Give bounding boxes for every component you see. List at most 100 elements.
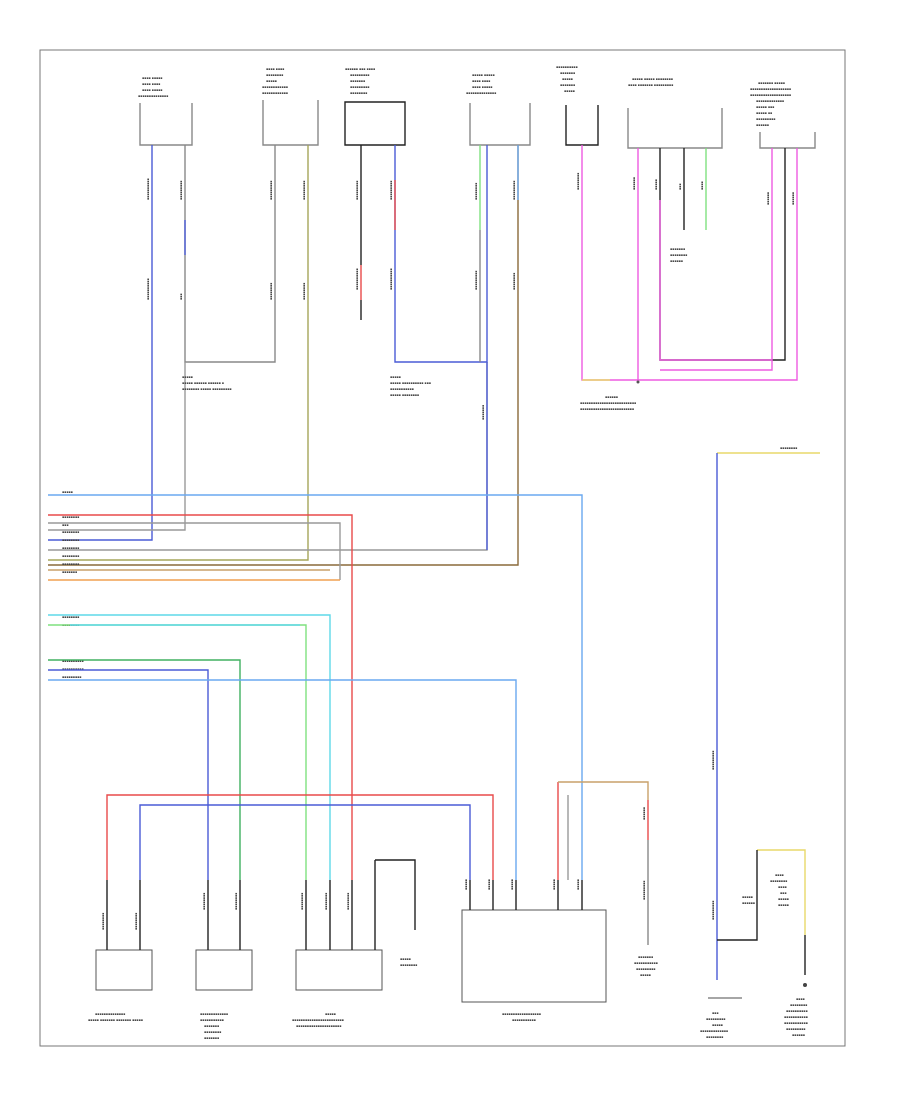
- bottom-component-7: ▪▪▪▪ ▪▪▪▪▪▪▪▪ ▪▪▪▪▪▪▪▪▪▪ ▪▪▪▪▪▪▪▪▪▪▪ ▪▪▪…: [784, 983, 808, 1037]
- svg-text:▪▪▪▪▪▪▪▪▪: ▪▪▪▪▪▪▪▪▪: [636, 967, 655, 971]
- svg-text:▪▪▪▪ ▪▪▪▪▪: ▪▪▪▪ ▪▪▪▪▪: [142, 88, 162, 92]
- svg-text:▪▪▪▪▪▪▪▪: ▪▪▪▪▪▪▪▪: [62, 515, 79, 519]
- svg-text:▪▪▪▪▪▪▪▪ ▪▪▪▪▪ ▪▪▪▪▪▪▪▪▪: ▪▪▪▪▪▪▪▪ ▪▪▪▪▪ ▪▪▪▪▪▪▪▪▪: [182, 387, 232, 391]
- svg-text:▪▪▪▪▪ ▪▪▪▪▪▪▪▪: ▪▪▪▪▪ ▪▪▪▪▪▪▪▪: [390, 393, 419, 397]
- svg-text:▪▪▪▪▪: ▪▪▪▪▪: [62, 490, 73, 494]
- bottom-component-3: ▪▪▪▪▪ ▪▪▪▪▪▪▪▪▪▪▪▪▪▪▪▪▪▪▪▪▪▪▪▪ ▪▪▪▪▪▪▪▪▪…: [292, 949, 383, 1028]
- svg-text:▪▪▪▪▪▪▪▪▪▪: ▪▪▪▪▪▪▪▪▪▪: [62, 659, 84, 663]
- svg-text:▪▪▪▪▪▪▪▪▪▪▪: ▪▪▪▪▪▪▪▪▪▪▪: [784, 1021, 808, 1025]
- svg-text:▪▪▪▪▪▪▪: ▪▪▪▪▪▪▪: [481, 405, 485, 420]
- svg-text:▪▪▪▪▪▪▪▪: ▪▪▪▪▪▪▪▪: [234, 893, 238, 910]
- svg-text:▪▪▪▪▪▪▪▪▪▪▪▪▪▪: ▪▪▪▪▪▪▪▪▪▪▪▪▪▪: [138, 94, 168, 98]
- svg-text:▪▪▪▪▪▪▪: ▪▪▪▪▪▪▪: [204, 1036, 219, 1040]
- wire-white-bus: [48, 522, 341, 580]
- wire-white-1: [184, 145, 276, 363]
- svg-text:▪▪▪▪ ▪▪▪▪▪: ▪▪▪▪ ▪▪▪▪▪: [472, 85, 492, 89]
- wire-blue-2: [394, 145, 488, 363]
- svg-text:▪▪▪▪▪▪▪: ▪▪▪▪▪▪▪: [560, 83, 575, 87]
- svg-text:▪▪▪▪▪▪▪▪: ▪▪▪▪▪▪▪▪: [269, 283, 273, 300]
- svg-text:▪▪▪▪▪▪: ▪▪▪▪▪▪: [605, 395, 618, 399]
- svg-text:▪▪▪▪▪: ▪▪▪▪▪: [742, 895, 753, 899]
- svg-text:▪▪▪▪▪: ▪▪▪▪▪: [182, 375, 193, 379]
- svg-text:▪▪▪▪▪: ▪▪▪▪▪: [464, 879, 468, 890]
- svg-text:▪▪▪▪▪▪▪▪: ▪▪▪▪▪▪▪▪: [780, 446, 797, 450]
- svg-text:▪▪▪▪▪▪▪▪▪▪▪▪▪▪: ▪▪▪▪▪▪▪▪▪▪▪▪▪▪: [95, 1012, 125, 1016]
- svg-text:▪▪▪▪ ▪▪▪▪: ▪▪▪▪ ▪▪▪▪: [266, 67, 284, 71]
- svg-text:▪▪▪▪▪ ▪▪▪▪▪▪▪ ▪▪▪▪▪▪▪ ▪▪▪▪▪: ▪▪▪▪▪ ▪▪▪▪▪▪▪ ▪▪▪▪▪▪▪ ▪▪▪▪▪: [88, 1018, 143, 1022]
- svg-text:▪▪▪▪: ▪▪▪▪: [796, 997, 805, 1001]
- top-component-3: ▪▪▪▪▪▪ ▪▪▪ ▪▪▪▪ ▪▪▪▪▪▪▪▪▪ ▪▪▪▪▪▪▪ ▪▪▪▪▪▪…: [344, 67, 406, 146]
- svg-text:▪▪▪▪▪▪▪▪▪▪▪: ▪▪▪▪▪▪▪▪▪▪▪: [784, 1015, 808, 1019]
- svg-text:▪▪▪▪▪▪▪▪▪▪▪: ▪▪▪▪▪▪▪▪▪▪▪: [512, 1018, 536, 1022]
- svg-text:▪▪▪▪▪▪▪▪: ▪▪▪▪▪▪▪▪: [350, 91, 367, 95]
- svg-text:▪▪▪▪▪▪: ▪▪▪▪▪▪: [792, 1033, 805, 1037]
- svg-text:▪▪▪▪▪: ▪▪▪▪▪: [552, 879, 556, 890]
- svg-text:▪▪▪▪▪▪▪▪: ▪▪▪▪▪▪▪▪: [706, 1035, 723, 1039]
- svg-text:▪▪▪▪▪▪▪▪▪: ▪▪▪▪▪▪▪▪▪: [706, 1017, 725, 1021]
- svg-text:▪▪▪▪▪▪: ▪▪▪▪▪▪: [632, 177, 636, 190]
- wire-olive-1: [48, 145, 309, 561]
- svg-text:▪▪▪▪▪▪▪▪: ▪▪▪▪▪▪▪▪: [101, 913, 105, 930]
- svg-text:▪▪▪▪: ▪▪▪▪: [775, 873, 784, 877]
- svg-text:▪▪▪▪▪▪▪▪▪: ▪▪▪▪▪▪▪▪▪: [179, 181, 183, 200]
- svg-text:▪▪▪▪▪▪▪▪: ▪▪▪▪▪▪▪▪: [202, 893, 206, 910]
- svg-text:▪▪▪▪▪▪▪▪▪▪▪▪▪: ▪▪▪▪▪▪▪▪▪▪▪▪▪: [700, 1029, 728, 1033]
- bottom-component-2: ▪▪▪▪▪▪▪▪▪▪▪▪▪ ▪▪▪▪▪▪▪▪▪▪▪ ▪▪▪▪▪▪▪ ▪▪▪▪▪▪…: [195, 949, 253, 1040]
- svg-text:▪▪▪▪▪: ▪▪▪▪▪: [325, 1012, 336, 1016]
- wire-splice-2: [48, 362, 488, 551]
- svg-text:▪▪▪▪▪ ▪▪▪▪▪▪ ▪▪▪▪▪▪ ▪: ▪▪▪▪▪ ▪▪▪▪▪▪ ▪▪▪▪▪▪ ▪: [182, 381, 224, 385]
- svg-text:▪▪▪▪▪▪▪▪▪: ▪▪▪▪▪▪▪▪▪: [512, 181, 516, 200]
- svg-text:▪▪▪▪▪: ▪▪▪▪▪: [266, 79, 277, 83]
- svg-text:▪▪▪▪▪▪▪▪▪: ▪▪▪▪▪▪▪▪▪: [355, 181, 359, 200]
- svg-text:▪▪▪▪▪▪▪▪▪▪: ▪▪▪▪▪▪▪▪▪▪: [146, 278, 150, 300]
- svg-text:▪▪▪▪▪▪▪▪: ▪▪▪▪▪▪▪▪: [134, 913, 138, 930]
- wire-lightblue-bus: [48, 494, 583, 880]
- svg-text:▪▪▪▪▪ ▪▪: ▪▪▪▪▪ ▪▪: [756, 111, 772, 115]
- svg-text:▪▪▪▪▪▪▪: ▪▪▪▪▪▪▪: [670, 247, 685, 251]
- diagram-frame: [39, 49, 846, 1047]
- svg-text:▪▪▪▪▪▪▪▪▪: ▪▪▪▪▪▪▪▪▪: [302, 181, 306, 200]
- bottom-component-4: ▪▪▪▪▪▪▪▪▪▪▪▪▪▪▪▪▪▪ ▪▪▪▪▪▪▪▪▪▪▪: [461, 909, 607, 1022]
- svg-text:▪▪▪▪▪▪: ▪▪▪▪▪▪: [766, 192, 770, 205]
- svg-text:▪▪▪▪▪: ▪▪▪▪▪: [562, 77, 573, 81]
- svg-text:▪▪▪▪▪▪▪▪▪▪▪: ▪▪▪▪▪▪▪▪▪▪▪: [390, 387, 414, 391]
- svg-text:▪▪▪▪▪ ▪▪▪▪▪: ▪▪▪▪▪ ▪▪▪▪▪: [472, 73, 495, 77]
- svg-text:▪▪▪▪▪ ▪▪▪: ▪▪▪▪▪ ▪▪▪: [756, 105, 774, 109]
- svg-text:▪▪▪▪▪ ▪▪▪▪▪ ▪▪▪▪▪▪▪▪: ▪▪▪▪▪ ▪▪▪▪▪ ▪▪▪▪▪▪▪▪: [632, 77, 673, 81]
- svg-text:▪▪▪▪▪▪▪▪▪: ▪▪▪▪▪▪▪▪▪: [711, 751, 715, 770]
- svg-text:▪▪▪▪▪▪: ▪▪▪▪▪▪: [791, 192, 795, 205]
- svg-text:▪▪▪▪▪▪▪▪▪▪▪▪▪: ▪▪▪▪▪▪▪▪▪▪▪▪▪: [756, 99, 784, 103]
- svg-text:▪▪▪▪▪▪▪▪▪: ▪▪▪▪▪▪▪▪▪: [269, 181, 273, 200]
- wire-blue-bus: [48, 669, 209, 880]
- svg-text:▪▪▪▪▪: ▪▪▪▪▪: [640, 973, 651, 977]
- svg-text:▪▪▪▪▪▪▪▪▪: ▪▪▪▪▪▪▪▪▪: [711, 901, 715, 920]
- svg-text:▪▪▪▪▪▪▪▪▪: ▪▪▪▪▪▪▪▪▪: [756, 117, 775, 121]
- bottom-component-5: ▪▪▪▪▪▪▪ ▪▪▪▪▪▪▪▪▪▪▪ ▪▪▪▪▪▪▪▪▪ ▪▪▪▪▪: [634, 955, 658, 977]
- svg-text:▪▪▪▪▪▪▪▪▪: ▪▪▪▪▪▪▪▪▪: [786, 1027, 805, 1031]
- svg-text:▪▪▪▪▪▪▪▪▪: ▪▪▪▪▪▪▪▪▪: [474, 271, 478, 290]
- svg-text:▪▪▪▪▪▪▪▪▪▪▪▪: ▪▪▪▪▪▪▪▪▪▪▪▪: [262, 91, 288, 95]
- svg-text:▪▪▪: ▪▪▪: [678, 184, 682, 190]
- svg-text:▪▪▪▪▪: ▪▪▪▪▪: [564, 89, 575, 93]
- svg-text:▪▪▪▪▪: ▪▪▪▪▪: [712, 1023, 723, 1027]
- svg-text:▪▪▪▪▪▪: ▪▪▪▪▪▪: [756, 123, 769, 127]
- svg-text:▪▪▪▪▪▪▪▪: ▪▪▪▪▪▪▪▪: [790, 1003, 807, 1007]
- svg-text:▪▪▪▪▪▪▪▪: ▪▪▪▪▪▪▪▪: [62, 562, 79, 566]
- svg-text:▪▪▪▪▪▪▪: ▪▪▪▪▪▪▪: [62, 570, 77, 574]
- wire-blue-1: [48, 145, 153, 541]
- wire-blue-loop: [139, 804, 471, 880]
- svg-text:▪▪▪▪▪▪▪▪▪: ▪▪▪▪▪▪▪▪▪: [350, 73, 369, 77]
- svg-text:▪▪▪▪▪▪▪▪▪: ▪▪▪▪▪▪▪▪▪: [350, 85, 369, 89]
- top-component-2: ▪▪▪▪ ▪▪▪▪ ▪▪▪▪▪▪▪▪ ▪▪▪▪▪ ▪▪▪▪▪▪▪▪▪▪▪▪ ▪▪…: [262, 67, 319, 146]
- svg-text:▪▪▪▪▪▪▪▪: ▪▪▪▪▪▪▪▪: [62, 530, 79, 534]
- svg-text:▪▪▪▪▪▪▪▪: ▪▪▪▪▪▪▪▪: [770, 879, 787, 883]
- svg-text:▪▪▪▪▪: ▪▪▪▪▪: [390, 375, 401, 379]
- wire-green-bus: [48, 659, 241, 880]
- wire-tan-1: [48, 145, 519, 566]
- top-component-5: ▪▪▪▪▪▪▪▪▪▪ ▪▪▪▪▪▪▪ ▪▪▪▪▪ ▪▪▪▪▪▪▪ ▪▪▪▪▪: [556, 65, 599, 146]
- svg-text:▪▪▪▪▪▪▪▪: ▪▪▪▪▪▪▪▪: [300, 893, 304, 910]
- top-component-6: ▪▪▪▪▪ ▪▪▪▪▪ ▪▪▪▪▪▪▪▪ ▪▪▪▪ ▪▪▪▪▪▪▪ ▪▪▪▪▪▪…: [627, 77, 723, 149]
- svg-text:▪▪▪▪▪▪▪▪▪▪▪: ▪▪▪▪▪▪▪▪▪▪▪: [200, 1018, 224, 1022]
- svg-text:▪▪▪: ▪▪▪: [780, 891, 786, 895]
